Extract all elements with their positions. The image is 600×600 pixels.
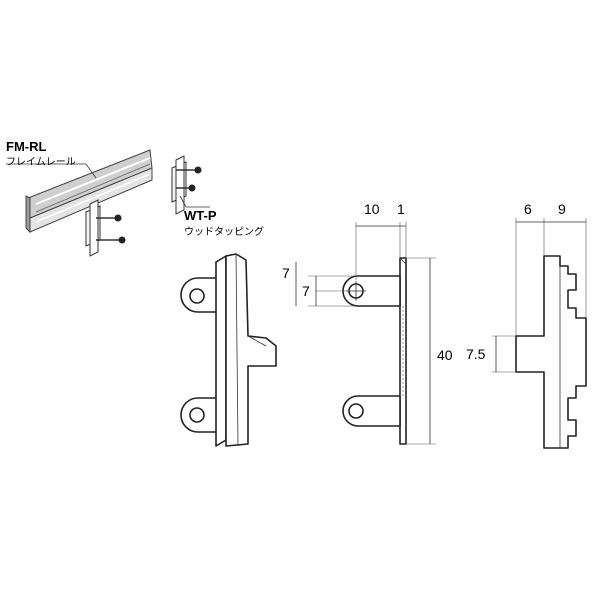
screw-name-label: ウッドタッピング [184,225,264,238]
dim-top-width: 10 [364,201,380,217]
bracket-perspective-view [180,253,277,447]
side-profile [515,255,587,449]
dim-hole-outer: 7 [282,265,290,281]
assembly-illustration: FM-RL フレイムレール WT-P ウッドタッピング [6,139,264,257]
dim-tab-height: 7.5 [466,346,486,362]
dim-height: 40 [437,347,453,363]
screw-4 [96,236,126,244]
rail-name-label: フレイムレール [6,156,76,168]
screw-1 [176,166,202,174]
rail-leader-line [85,163,97,179]
front-bottom-hole [348,403,364,419]
screw-leader-line [179,195,187,208]
bracket-front-view: 10 1 7 7 40 [282,201,453,445]
dim-hole-inner: 7 [302,283,310,299]
screw-2 [176,184,196,192]
screw-code-label: WT-P [184,208,217,223]
top-ear-hole [189,288,205,304]
bracket-left [85,199,101,257]
dim-top-thickness: 1 [397,201,405,217]
screw-3 [96,214,122,222]
rail-code-label: FM-RL [6,139,46,154]
bottom-ear-hole [189,407,205,423]
dim-side-depth-a: 6 [524,201,532,217]
plate-face [225,253,277,447]
dim-side-depth-b: 9 [558,201,566,217]
frame-rail [25,149,153,234]
bracket-side-view: 6 9 7.5 [466,201,587,449]
bracket-right [171,155,187,215]
plate-side [215,255,227,447]
